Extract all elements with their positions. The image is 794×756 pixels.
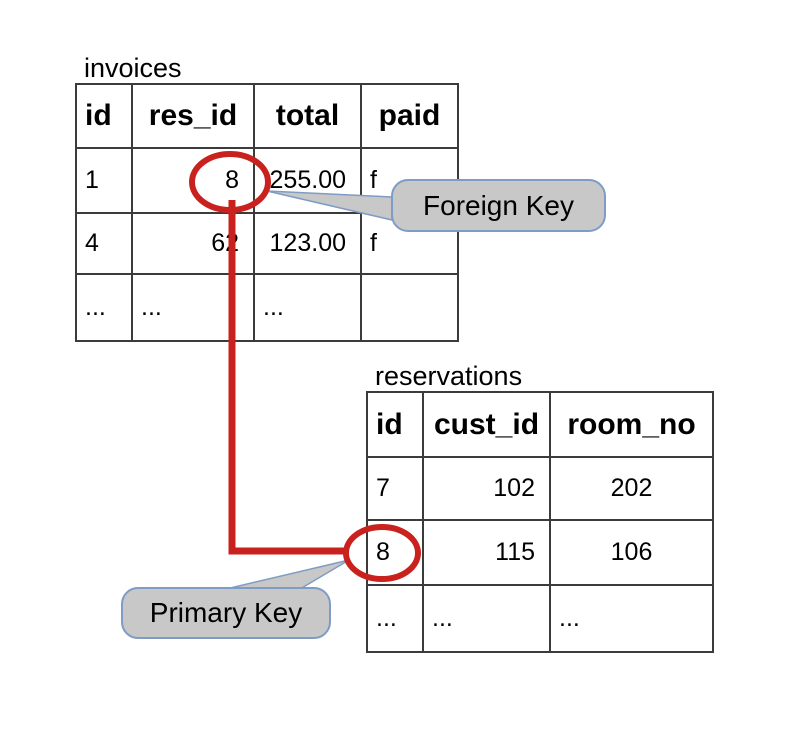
table-cell: ... — [131, 273, 255, 342]
invoices-header-row: id res_id total paid — [75, 83, 459, 149]
table-cell-pk-value: 8 — [366, 519, 424, 586]
table-cell: 102 — [422, 456, 551, 521]
table-cell: 255.00 — [253, 147, 362, 214]
primary-key-callout-tail — [225, 559, 350, 590]
reservations-col-id: id — [366, 391, 424, 458]
primary-key-label: Primary Key — [149, 597, 303, 628]
reservations-title: reservations — [375, 361, 523, 391]
reservations-row-2: 8 115 106 — [366, 519, 714, 586]
invoices-col-id: id — [75, 83, 133, 149]
invoices-row-3: ... ... ... — [75, 273, 459, 342]
table-cell: ... — [422, 584, 551, 653]
reservations-row-1: 7 102 202 — [366, 456, 714, 521]
table-cell: ... — [366, 584, 424, 653]
table-cell: ... — [75, 273, 133, 342]
reservations-header-row: id cust_id room_no — [366, 391, 714, 458]
reservations-table-block: reservations id cust_id room_no 7 102 20… — [366, 362, 714, 653]
table-cell: 115 — [422, 519, 551, 586]
invoices-col-res-id: res_id — [131, 83, 255, 149]
table-cell: ... — [549, 584, 714, 653]
reservations-col-cust-id: cust_id — [422, 391, 551, 458]
reservations-table: id cust_id room_no 7 102 202 8 115 106 .… — [366, 391, 714, 653]
reservations-col-room-no: room_no — [549, 391, 714, 458]
table-cell: 7 — [366, 456, 424, 521]
table-cell: 62 — [131, 212, 255, 275]
invoices-title: invoices — [84, 53, 182, 83]
table-cell — [360, 273, 459, 342]
table-cell: 1 — [75, 147, 133, 214]
invoices-col-total: total — [253, 83, 362, 149]
table-cell: ... — [253, 273, 362, 342]
table-cell: 202 — [549, 456, 714, 521]
table-cell: 106 — [549, 519, 714, 586]
reservations-row-3: ... ... ... — [366, 584, 714, 653]
table-cell: 123.00 — [253, 212, 362, 275]
table-cell: 4 — [75, 212, 133, 275]
table-cell-fk-value: 8 — [131, 147, 255, 214]
foreign-key-label: Foreign Key — [423, 189, 574, 221]
invoices-col-paid: paid — [360, 83, 459, 149]
